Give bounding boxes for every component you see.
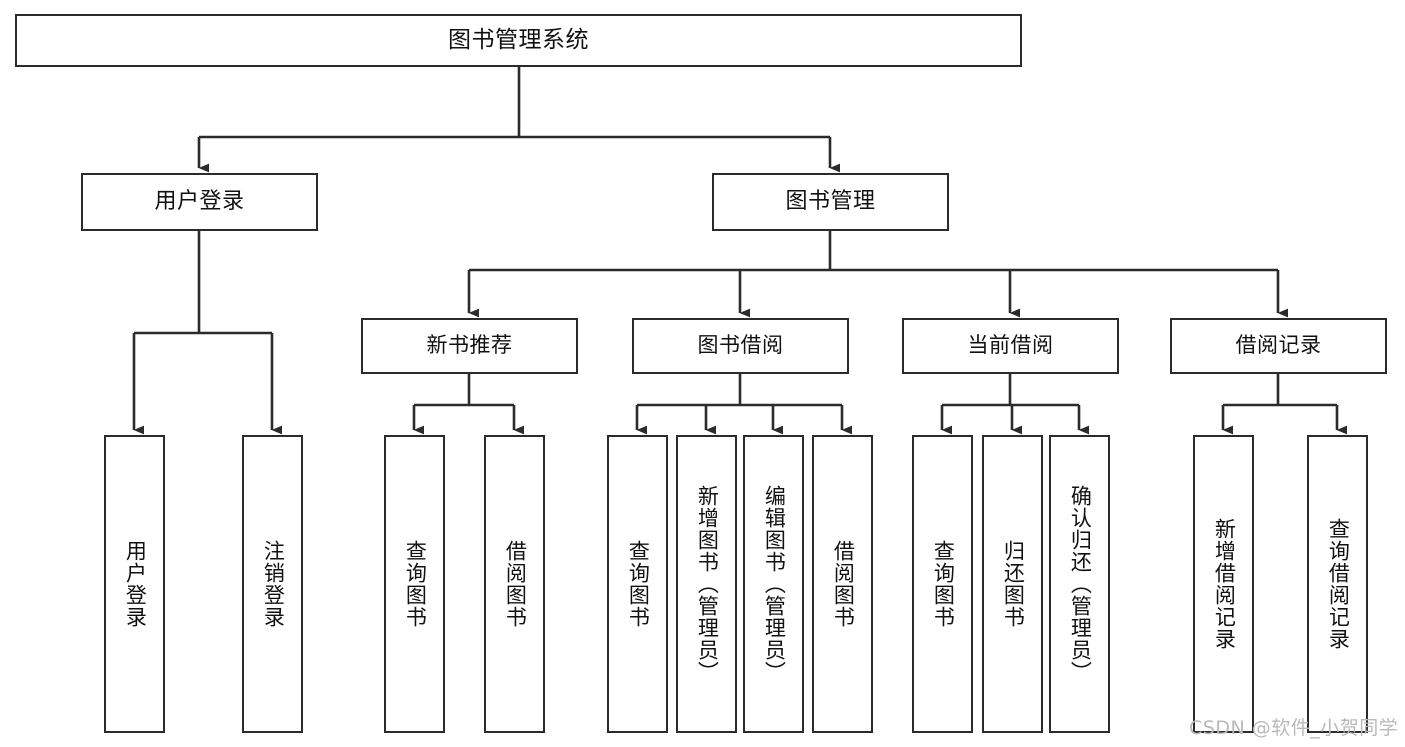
node-book-borrow[interactable]: 图书借阅 — [632, 318, 849, 374]
node-label: 查询图书 — [931, 540, 956, 628]
leaf-borrow-query-book[interactable]: 查询图书 — [607, 435, 668, 733]
node-label: 查询借阅记录 — [1326, 518, 1351, 650]
node-label: 图书管理 — [785, 188, 876, 214]
node-label: 图书借阅 — [697, 333, 784, 358]
node-label: 图书管理系统 — [448, 26, 589, 53]
node-root-system[interactable]: 图书管理系统 — [15, 14, 1022, 67]
node-label: 借阅图书 — [503, 540, 528, 628]
node-current-borrow[interactable]: 当前借阅 — [902, 318, 1119, 374]
leaf-user-login-login[interactable]: 用户登录 — [104, 435, 165, 733]
node-label: 归还图书 — [1001, 540, 1026, 628]
node-label: 新增借阅记录 — [1212, 518, 1237, 650]
node-label: 新增图书（管理员） — [695, 485, 720, 683]
leaf-borrow-add-book[interactable]: 新增图书（管理员） — [676, 435, 737, 733]
leaf-current-confirm-return[interactable]: 确认归还（管理员） — [1049, 435, 1110, 733]
node-label: 用户登录 — [123, 540, 148, 628]
leaf-new-book-borrow[interactable]: 借阅图书 — [484, 435, 545, 733]
leaf-new-book-query[interactable]: 查询图书 — [384, 435, 445, 733]
node-borrow-record[interactable]: 借阅记录 — [1170, 318, 1387, 374]
node-label: 借阅图书 — [831, 540, 856, 628]
leaf-borrow-borrow-book[interactable]: 借阅图书 — [812, 435, 873, 733]
node-new-book-recommend[interactable]: 新书推荐 — [361, 318, 578, 374]
node-label: 查询图书 — [626, 540, 651, 628]
node-label: 注销登录 — [261, 540, 286, 628]
leaf-record-query-record[interactable]: 查询借阅记录 — [1307, 435, 1368, 733]
leaf-user-login-logout[interactable]: 注销登录 — [242, 435, 303, 733]
node-user-login[interactable]: 用户登录 — [81, 173, 318, 231]
node-label: 查询图书 — [403, 540, 428, 628]
node-label: 用户登录 — [154, 188, 245, 214]
node-label: 借阅记录 — [1235, 333, 1322, 358]
node-label: 当前借阅 — [967, 333, 1054, 358]
leaf-borrow-edit-book[interactable]: 编辑图书（管理员） — [743, 435, 804, 733]
leaf-current-query-book[interactable]: 查询图书 — [912, 435, 973, 733]
node-label: 新书推荐 — [426, 333, 513, 358]
node-label: 确认归还（管理员） — [1068, 485, 1093, 683]
leaf-current-return-book[interactable]: 归还图书 — [982, 435, 1043, 733]
node-book-management[interactable]: 图书管理 — [712, 173, 949, 231]
node-label: 编辑图书（管理员） — [762, 485, 787, 683]
leaf-record-add-record[interactable]: 新增借阅记录 — [1193, 435, 1254, 733]
